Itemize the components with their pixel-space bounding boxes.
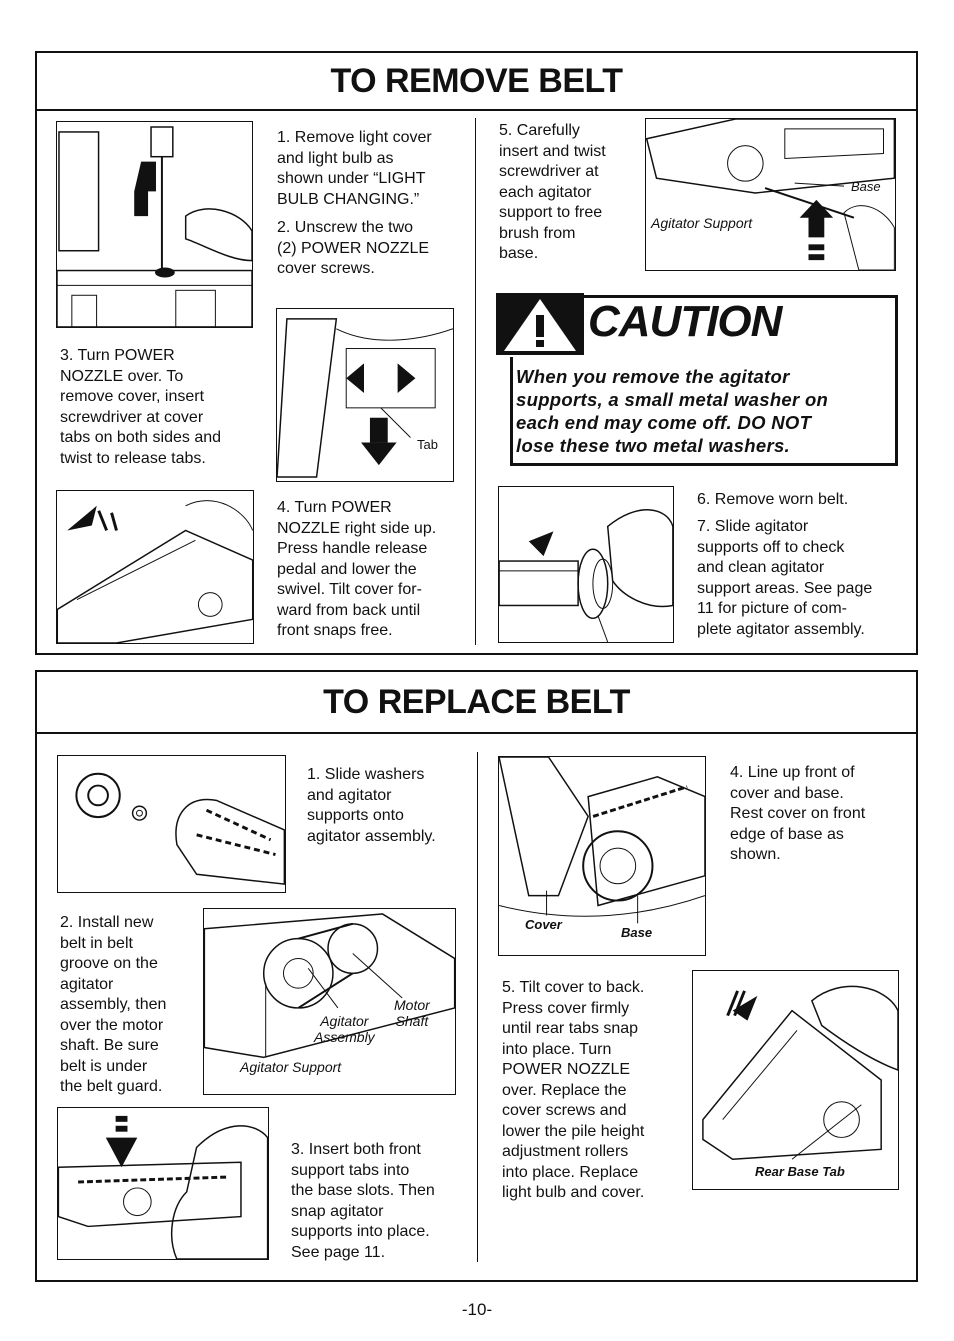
remove-step7-text: 7. Slide agitator supports off to check …	[697, 518, 873, 638]
agitator-support-label: Agitator Support	[651, 215, 753, 231]
caution-warning-block	[496, 293, 584, 355]
agitator-support-label-2: Agitator Support	[240, 1059, 342, 1075]
remove-step3-illustration: Tab	[276, 308, 454, 482]
replace-step5-illustration: Rear Base Tab	[692, 970, 899, 1190]
replace-step5-text: 5. Tilt cover to back. Press cover firml…	[502, 979, 645, 1201]
replace-belt-section: TO REPLACE BELT	[35, 670, 918, 1282]
warning-triangle-icon	[504, 299, 576, 351]
remove-step5-illustration: Base Agitator Support	[645, 118, 896, 271]
replace-step4-text: 4. Line up front of cover and base. Rest…	[730, 764, 866, 863]
motor-shaft-label: Motor Shaft	[394, 997, 430, 1029]
replace-step2-illustration: Motor Shaft Agitator Assembly Agitator S…	[203, 908, 456, 1095]
remove-step6-text: 6. Remove worn belt.	[697, 491, 849, 508]
remove-step4-illustration	[56, 490, 254, 644]
base-label-2: Base	[621, 925, 653, 940]
remove-column-divider	[475, 118, 476, 645]
replace-step4-illustration: Cover Base	[498, 756, 706, 956]
cover-label: Cover	[525, 917, 562, 932]
remove-step4-text: 4. Turn POWER NOZZLE right side up. Pres…	[277, 499, 437, 639]
caution-title: CAUTION	[588, 297, 782, 346]
rear-base-tab-label: Rear Base Tab	[755, 1164, 845, 1179]
remove-step5-text: 5. Carefully insert and twist screwdrive…	[499, 122, 606, 262]
caution-message: When you remove the agitator supports, a…	[516, 366, 829, 456]
remove-step2-text: 2. Unscrew the two (2) POWER NOZZLE cove…	[277, 219, 430, 277]
replace-step3-text: 3. Insert both front support tabs into t…	[291, 1141, 435, 1261]
replace-step3-illustration	[57, 1107, 269, 1260]
remove-step6-illustration	[498, 486, 674, 643]
remove-step3-text: 3. Turn POWER NOZZLE over. To remove cov…	[60, 347, 222, 467]
remove-step1-text: 1. Remove light cover and light bulb as …	[277, 129, 432, 208]
replace-step2-text: 2. Install new belt in belt groove on th…	[60, 914, 167, 1095]
replace-column-divider	[477, 752, 478, 1262]
caution-box: CAUTION When you remove the agitator sup…	[496, 293, 898, 466]
remove-belt-title: TO REMOVE BELT	[37, 53, 916, 111]
page-number: -10-	[461, 1300, 493, 1319]
tab-label: Tab	[417, 437, 438, 452]
agitator-assembly-label: Agitator Assembly	[314, 1013, 375, 1045]
remove-belt-section: TO REMOVE BELT	[35, 51, 918, 655]
replace-step1-text: 1. Slide washers and agitator supports o…	[307, 766, 436, 845]
remove-step1-illustration	[56, 121, 253, 328]
replace-belt-title: TO REPLACE BELT	[37, 672, 916, 734]
base-label: Base	[851, 179, 881, 194]
replace-step1-illustration	[57, 755, 286, 893]
